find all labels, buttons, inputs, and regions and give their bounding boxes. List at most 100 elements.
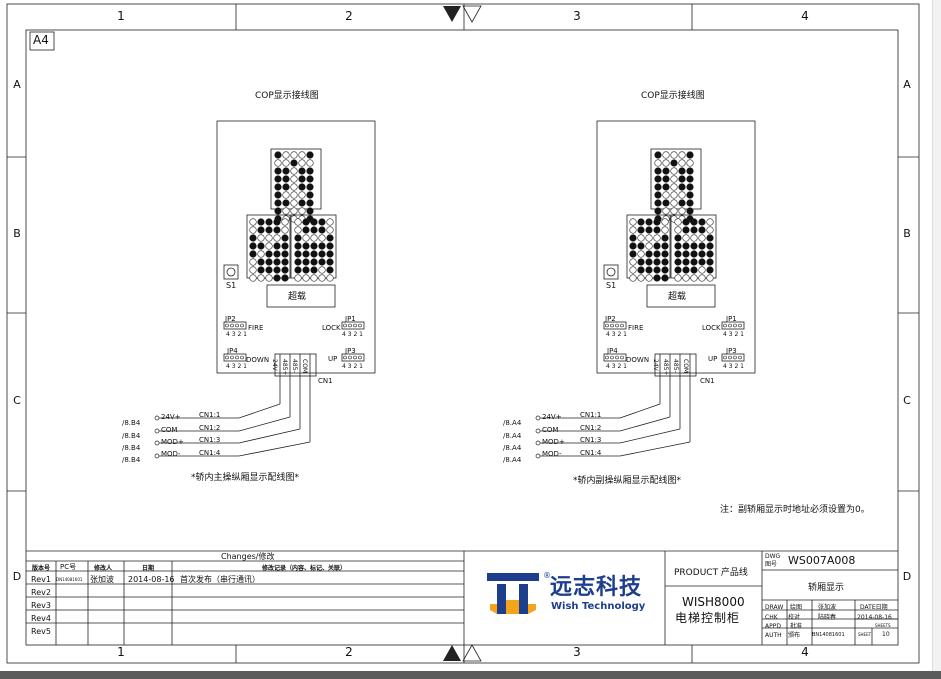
- panel-2-button-frame: [603, 264, 619, 280]
- panel-2-top-matrix-dot: [670, 167, 678, 175]
- panel-1-jp2-pins: 4 3 2 1: [226, 331, 247, 338]
- panel-2-wire-4-cn: CN1:4: [580, 449, 602, 457]
- panel-2-right-matrix-dot: [706, 242, 714, 250]
- panel-1-top-matrix-dot: [274, 159, 282, 167]
- panel-2-right-matrix-dot: [682, 226, 690, 234]
- panel-1-jp4-header: [223, 353, 247, 362]
- panel-1-right-matrix-dot: [302, 226, 310, 234]
- panel-2-left-matrix-dot: [661, 250, 669, 258]
- panel-1-top-matrix-dot: [306, 183, 314, 191]
- panel-1-left-matrix-dot: [257, 226, 265, 234]
- panel-2-left-matrix-dot: [661, 274, 669, 282]
- panel-1-board: [216, 120, 376, 374]
- panel-1-overload-label: 超载: [288, 292, 307, 302]
- panel-2-right-matrix-dot: [690, 274, 698, 282]
- logo-mark-left-stem: [497, 584, 506, 614]
- panel-2-left-matrix-dot: [661, 226, 669, 234]
- row-label-left-d: D: [12, 570, 22, 583]
- panel-2-left-matrix-dot: [645, 250, 653, 258]
- panel-1-top-matrix-dot: [282, 183, 290, 191]
- panel-1-right-matrix-dot: [326, 226, 334, 234]
- changes-header-date: 日期: [142, 565, 155, 572]
- panel-2-jp1-label: LOCK: [702, 324, 721, 332]
- date-value: 2014-08-16: [857, 614, 892, 621]
- panel-1-top-matrix-dot: [290, 199, 298, 207]
- panel-2-right-matrix-dot: [698, 274, 706, 282]
- panel-2-left-matrix-dot: [653, 250, 661, 258]
- panel-2-cn1-connector: [654, 353, 697, 377]
- panel-1-right-matrix-dot: [318, 258, 326, 266]
- panel-2-jp4-name: JP4: [607, 347, 618, 355]
- panel-1-left-matrix-dot: [273, 234, 281, 242]
- panel-2-right-matrix-dot: [682, 234, 690, 242]
- row-label-right-c: C: [903, 394, 911, 407]
- panel-1-top-matrix-dot: [298, 183, 306, 191]
- approval-draw-role: DRAW: [765, 604, 784, 611]
- panel-1-left-matrix-dot: [257, 234, 265, 242]
- column-label-bottom-4: 4: [801, 645, 809, 659]
- approval-draw-name: 张加波: [818, 604, 837, 611]
- panel-2-left-matrix-dot: [637, 242, 645, 250]
- panel-2-top-matrix-dot: [662, 151, 670, 159]
- panel-2-top-matrix-dot: [686, 167, 694, 175]
- panel-1-right-matrix-dot: [310, 218, 318, 226]
- panel-2-right-matrix-dot: [698, 234, 706, 242]
- panel-2-overload-box: [646, 284, 716, 308]
- panel-2-jp1-header: [721, 321, 745, 330]
- panel-1-left-matrix-dot: [265, 250, 273, 258]
- panel-1-jp3-pins: 4 3 2 1: [342, 363, 363, 370]
- panel-1-left-matrix-dot: [249, 258, 257, 266]
- panel-2-left-matrix-dot: [637, 250, 645, 258]
- panel-1-wire-2-diagonal: [238, 416, 291, 432]
- logo-mark-right-stem: [519, 584, 528, 614]
- panel-2-top-matrix-dot: [654, 199, 662, 207]
- panel-2-wire-4-terminal: [535, 453, 541, 459]
- panel-1-left-matrix-dot: [273, 242, 281, 250]
- panel-2-right-matrix-dot: [698, 242, 706, 250]
- panel-2-wire-1-cn: CN1:1: [580, 411, 602, 419]
- panel-2-button-label: S1: [606, 281, 617, 290]
- panel-2-jp3-header-pin: [738, 355, 742, 360]
- panel-2-right-matrix-dot: [698, 226, 706, 234]
- column-label-top-4: 4: [801, 9, 809, 23]
- panel-2-board: [596, 120, 756, 374]
- panel-1-left-matrix-dot: [281, 266, 289, 274]
- panel-1-top-matrix-dot: [290, 183, 298, 191]
- panel-2-top-matrix-dot: [670, 175, 678, 183]
- approval-auth-name: BN14081601: [812, 632, 845, 638]
- panel-1-wire-1-diagonal: [238, 403, 281, 419]
- column-label-top-1: 1: [117, 9, 125, 23]
- approval-chk-name: 陆晓春: [818, 614, 837, 621]
- panel-2-right-matrix-dot: [690, 258, 698, 266]
- sheet-size: A4: [33, 33, 49, 47]
- panel-1-jp2-header-pin: [240, 323, 244, 328]
- date-label: DATE日期: [860, 604, 888, 611]
- panel-2-top-matrix-dot: [654, 167, 662, 175]
- panel-2-right-matrix-dot: [698, 218, 706, 226]
- panel-2-left-matrix-dot: [645, 242, 653, 250]
- panel-1-left-matrix-dot: [273, 266, 281, 274]
- panel-2-right-matrix-dot: [698, 250, 706, 258]
- panel-2-right-matrix-dot: [674, 226, 682, 234]
- panel-1-top-matrix-dot: [274, 151, 282, 159]
- panel-2-wire-4-diagonal: [619, 441, 691, 457]
- vertical-scrollbar[interactable]: [932, 0, 941, 671]
- panel-1-right-matrix-dot: [294, 218, 302, 226]
- panel-1-right-matrix-dot: [318, 218, 326, 226]
- panel-2-top-matrix-dot: [662, 167, 670, 175]
- panel-1-jp4-header-pin: [225, 355, 229, 360]
- panel-1-top-matrix-dot: [306, 167, 314, 175]
- sheet-value: 10: [882, 631, 890, 638]
- panel-1-left-matrix-dot: [265, 242, 273, 250]
- panel-1-left-matrix-dot: [265, 274, 273, 282]
- panel-1-top-matrix-dot: [274, 175, 282, 183]
- changes-row-2-rev: Rev2: [31, 588, 51, 597]
- approval-auth-role: AUTH: [765, 632, 782, 639]
- panel-1-right-matrix-dot: [310, 258, 318, 266]
- panel-2-cn-name: CN1: [700, 377, 715, 385]
- changes-row-1-date: 2014-08-16: [128, 575, 175, 584]
- panel-1-overload-box: [266, 284, 336, 308]
- changes-row-5-rev: Rev5: [31, 627, 51, 636]
- panel-2-wire-2-ref: /8.A4: [503, 432, 522, 440]
- panel-1-left-matrix-dot: [281, 218, 289, 226]
